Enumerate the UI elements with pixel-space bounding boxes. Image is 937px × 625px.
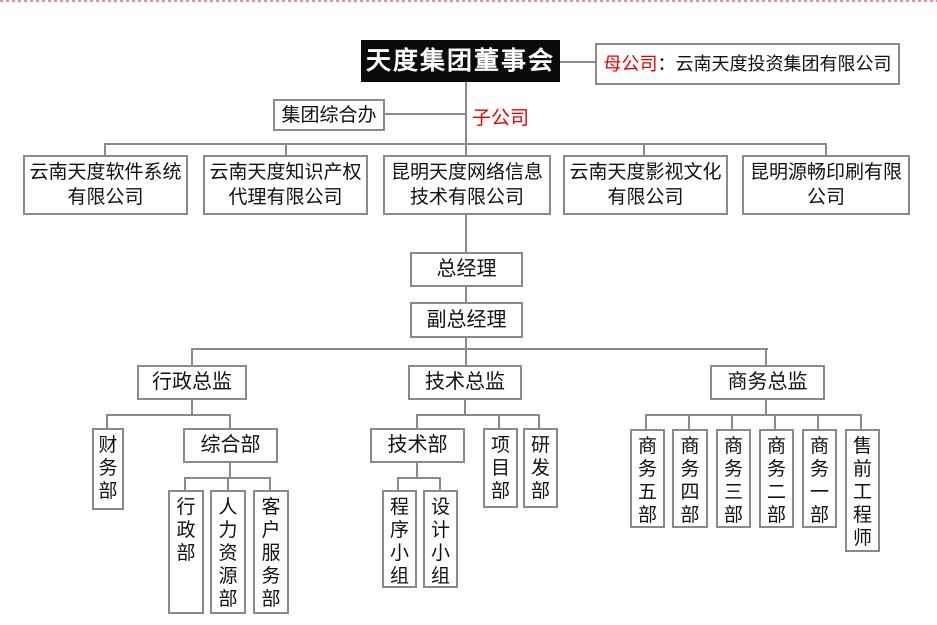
connector-line	[765, 348, 767, 365]
connector-line	[731, 414, 733, 429]
node-design-team: 设计小组	[423, 490, 458, 588]
connector-line	[229, 463, 231, 477]
connector-line	[227, 477, 229, 490]
node-parent-company: 母公司：云南天度投资集团有限公司	[595, 43, 900, 85]
connector-line	[465, 82, 467, 143]
connector-line	[465, 338, 467, 348]
node-business-dept-2: 商务二部	[759, 429, 794, 528]
node-project-dept: 项目部	[483, 428, 518, 508]
node-programming-team: 程序小组	[382, 490, 417, 588]
node-rnd-dept: 研发部	[523, 428, 558, 508]
node-subsidiary-ip-agency: 云南天度知识产权代理有限公司	[203, 155, 368, 215]
node-presales-engineer: 售前工程师	[845, 429, 880, 552]
node-customer-service-dept: 客户服务部	[253, 490, 289, 614]
node-administration-dept: 行政部	[168, 490, 204, 614]
node-tech-director: 技术总监	[408, 365, 522, 400]
connector-line	[774, 414, 776, 429]
connector-line	[645, 414, 647, 429]
node-deputy-general-manager: 副总经理	[410, 302, 523, 338]
connector-line	[860, 414, 862, 429]
connector-line	[817, 414, 819, 429]
connector-line	[192, 348, 768, 350]
connector-line	[398, 477, 441, 479]
node-finance-dept: 财务部	[92, 428, 124, 510]
connector-line	[643, 143, 645, 155]
node-tech-dept: 技术部	[370, 428, 465, 463]
node-business-dept-4: 商务四部	[672, 429, 708, 528]
connector-line	[465, 215, 467, 252]
connector-line	[104, 143, 106, 155]
node-board-of-directors: 天度集团董事会	[361, 40, 560, 82]
node-business-dept-3: 商务三部	[716, 429, 751, 528]
connector-line	[107, 414, 231, 416]
connector-line	[464, 399, 466, 414]
connector-line	[560, 61, 595, 63]
connector-line	[439, 477, 441, 490]
node-subsidiary-printing: 昆明源畅印刷有限公司	[742, 155, 910, 215]
connector-line	[229, 414, 231, 428]
node-group-general-office: 集团综合办	[273, 99, 385, 131]
node-subsidiary-network-info: 昆明天度网络信息技术有限公司	[383, 155, 551, 215]
connector-line	[465, 348, 467, 365]
connector-line	[385, 113, 467, 115]
connector-line	[397, 477, 399, 490]
connector-line	[538, 414, 540, 428]
parent-company-name: 云南天度投资集团有限公司	[675, 53, 892, 74]
node-human-resources-dept: 人力资源部	[210, 490, 246, 614]
connector-line	[191, 348, 193, 365]
node-admin-director: 行政总监	[137, 365, 247, 400]
node-business-dept-5: 商务五部	[630, 429, 665, 528]
node-subsidiary-software: 云南天度软件系统有限公司	[23, 155, 188, 215]
connector-line	[184, 477, 186, 490]
connector-line	[416, 414, 540, 416]
connector-line	[498, 414, 500, 428]
connector-line	[765, 400, 767, 414]
connector-line	[465, 287, 467, 302]
connector-line	[416, 414, 418, 428]
connector-line	[269, 477, 271, 490]
connector-line	[688, 414, 690, 429]
connector-line	[285, 143, 287, 155]
node-general-manager: 总经理	[410, 252, 523, 287]
section-divider-dotted-line	[0, 0, 937, 2]
connector-line	[416, 463, 418, 477]
connector-line	[465, 143, 467, 155]
connector-line	[646, 414, 862, 416]
node-subsidiary-media-culture: 云南天度影视文化有限公司	[563, 155, 728, 215]
subsidiary-tag-label: 子公司	[472, 108, 530, 129]
node-business-director: 商务总监	[710, 365, 825, 400]
parent-company-colon: ：	[657, 53, 676, 74]
node-general-affairs-dept: 综合部	[183, 428, 278, 463]
node-business-dept-1: 商务一部	[802, 429, 837, 528]
connector-line	[191, 400, 193, 414]
connector-line	[825, 143, 827, 155]
connector-line	[106, 414, 108, 428]
parent-company-prefix: 母公司	[603, 53, 658, 74]
